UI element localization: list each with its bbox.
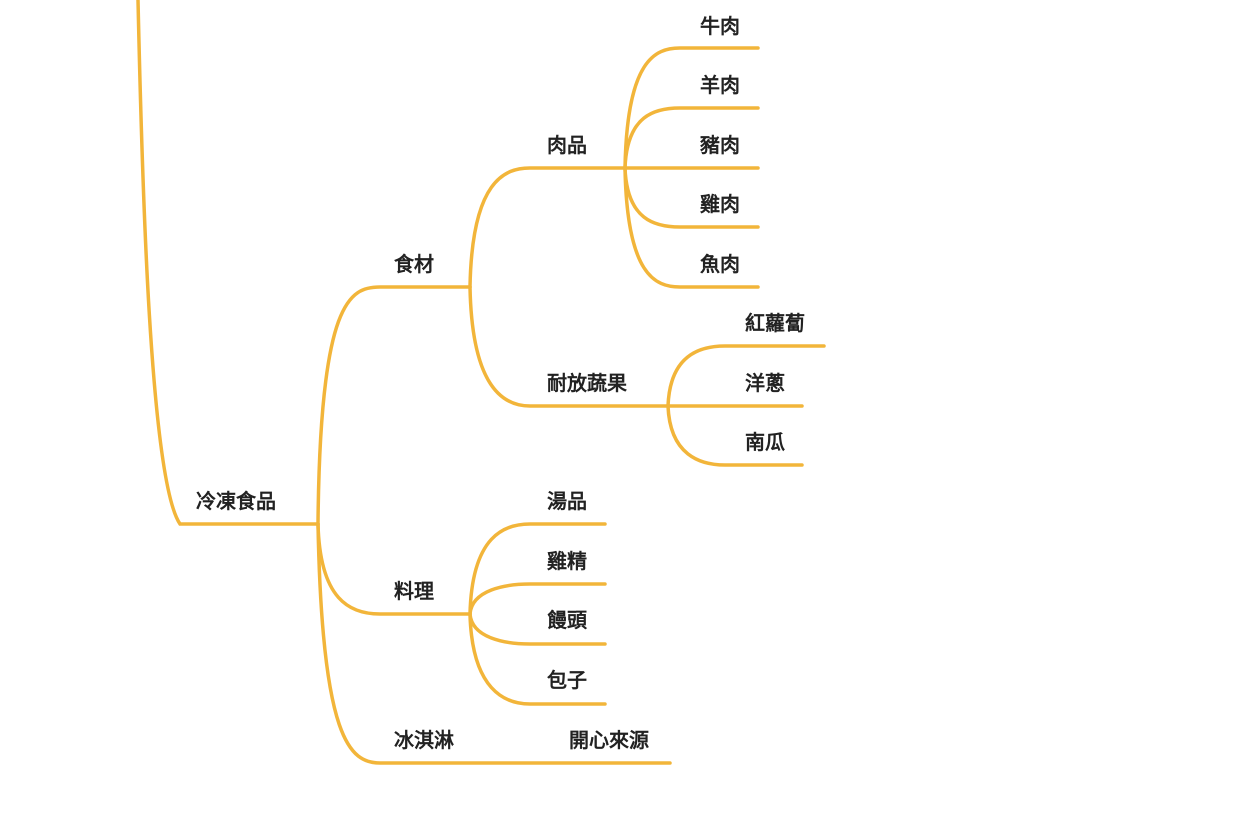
branch-line-vegetables: [468, 285, 670, 408]
branch-line-root-trunk: [136, 0, 320, 526]
node-onion[interactable]: 洋蔥: [745, 371, 785, 395]
branch-line-fish: [623, 166, 760, 289]
branch-line-food-ingredients: [316, 285, 472, 526]
node-chicken-essence[interactable]: 雞精: [546, 549, 587, 573]
node-soup[interactable]: 湯品: [547, 489, 587, 513]
node-lamb[interactable]: 羊肉: [700, 73, 740, 97]
branch-line-ice-cream: [316, 522, 672, 765]
branch-line-carrot: [666, 344, 826, 408]
branch-lines: [136, 0, 826, 765]
node-beef[interactable]: 牛肉: [700, 14, 740, 38]
node-pork[interactable]: 豬肉: [699, 133, 740, 157]
branch-line-beef: [623, 46, 760, 170]
branch-line-lamb: [623, 106, 760, 170]
branch-line-pumpkin: [666, 404, 804, 467]
branch-line-meat: [468, 166, 627, 289]
node-cooked-dishes[interactable]: 料理: [394, 579, 434, 603]
node-root[interactable]: 冷凍食品: [196, 489, 276, 513]
node-chicken[interactable]: 雞肉: [699, 192, 740, 216]
node-labels: 冷凍食品 食材 料理 冰淇淋 肉品 耐放蔬果 牛肉 羊肉 豬肉 雞肉 魚肉 紅蘿…: [196, 14, 805, 752]
node-ice-cream[interactable]: 冰淇淋: [394, 728, 454, 752]
node-meat[interactable]: 肉品: [547, 133, 587, 157]
node-pumpkin[interactable]: 南瓜: [745, 430, 785, 454]
node-food-ingredients[interactable]: 食材: [394, 252, 434, 276]
node-source-of-happiness[interactable]: 開心來源: [569, 728, 649, 752]
node-carrot[interactable]: 紅蘿蔔: [745, 311, 805, 335]
branch-line-stuffed-bun: [468, 612, 607, 706]
branch-line-chicken-essence: [468, 582, 607, 616]
node-vegetables[interactable]: 耐放蔬果: [547, 371, 627, 395]
node-steamed-bun[interactable]: 饅頭: [547, 608, 588, 632]
node-stuffed-bun[interactable]: 包子: [547, 668, 587, 692]
branch-line-soup: [468, 522, 607, 616]
node-fish[interactable]: 魚肉: [700, 252, 740, 276]
